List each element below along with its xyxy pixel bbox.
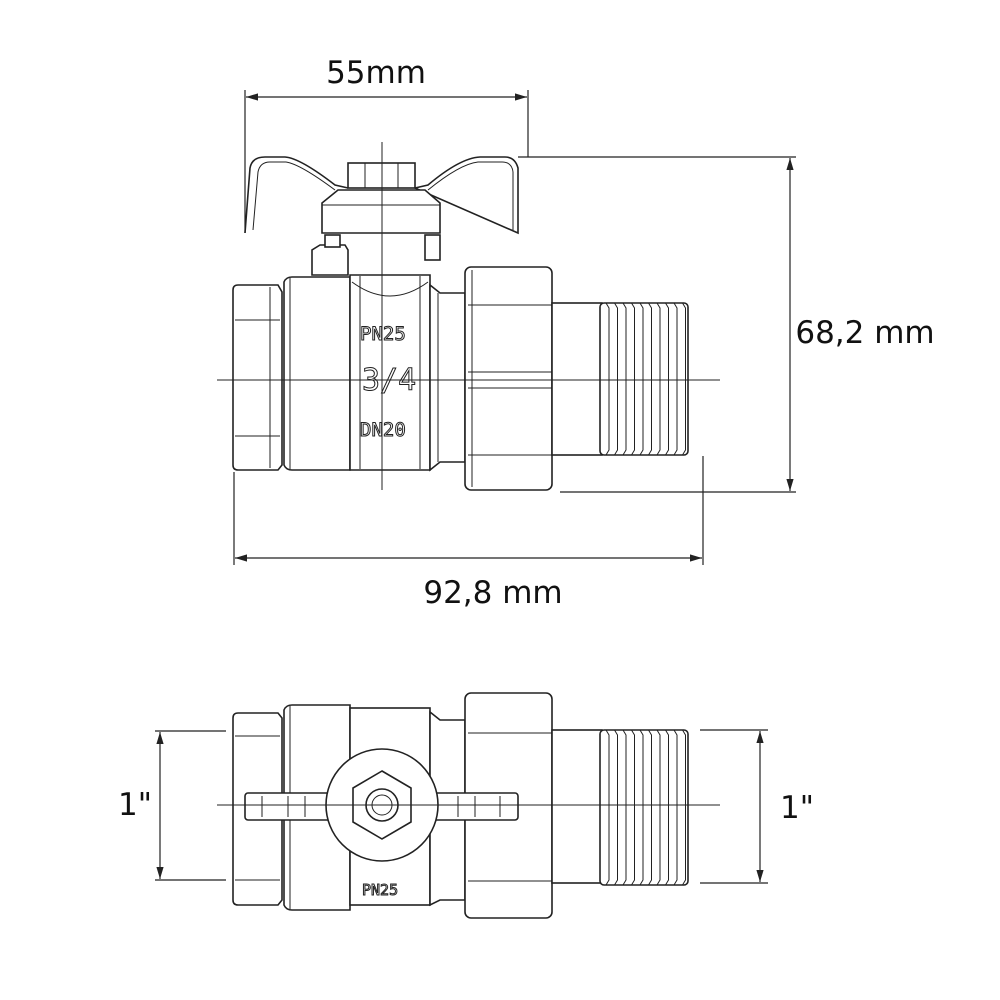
dimension-label-outlet: 1" [780, 790, 814, 826]
thread-ridge [673, 302, 678, 456]
thread-ridge [648, 729, 652, 886]
thread-ridge [639, 302, 644, 456]
marking-pressure: PN25 [360, 323, 406, 345]
thread-ridge [622, 729, 627, 886]
dimension-length: 92,8 mm [233, 456, 704, 611]
thread-ridge [665, 729, 669, 886]
thread-ridge [682, 729, 686, 886]
union-nut [464, 266, 553, 491]
thread-ridge [614, 729, 618, 886]
thread-ridge [631, 302, 635, 456]
butterfly-handle [244, 156, 519, 235]
valve-body [283, 276, 351, 471]
thread-ridge [648, 302, 652, 456]
dimension-label-55: 55mm [326, 55, 426, 91]
thread-ridge [639, 729, 644, 886]
thread-ridge [665, 302, 669, 456]
thread-outline [599, 302, 689, 456]
dimension-handle-width: 55mm [244, 55, 529, 233]
thread-ridge [656, 729, 661, 886]
thread-outline [599, 729, 689, 886]
marking-bottom: PN25 [362, 881, 398, 899]
marking-dn: DN20 [360, 419, 406, 441]
dimension-label-inlet: 1" [118, 787, 152, 823]
male-thread-top [599, 729, 689, 886]
dimension-label-length: 92,8 mm [423, 575, 562, 611]
thread-ridge [614, 302, 618, 456]
thread-ridge [605, 729, 610, 886]
dimension-inlet: 1" [118, 730, 226, 881]
dimension-outlet: 1" [700, 729, 814, 884]
thread-ridge [631, 729, 635, 886]
thread-ridge [673, 729, 678, 886]
dimension-height: 68,2 mm [518, 156, 935, 493]
top-view: PN25 [217, 692, 720, 919]
thread-ridge [682, 302, 686, 456]
thread-ridge [605, 302, 610, 456]
thread-ridge [622, 302, 627, 456]
thread-ridge [656, 302, 661, 456]
male-thread [599, 302, 689, 456]
side-view: PN25 3/4 DN20 [217, 142, 720, 491]
dimension-label-height: 68,2 mm [795, 315, 934, 351]
female-hex-end [232, 284, 283, 471]
handle-cap [321, 189, 441, 234]
